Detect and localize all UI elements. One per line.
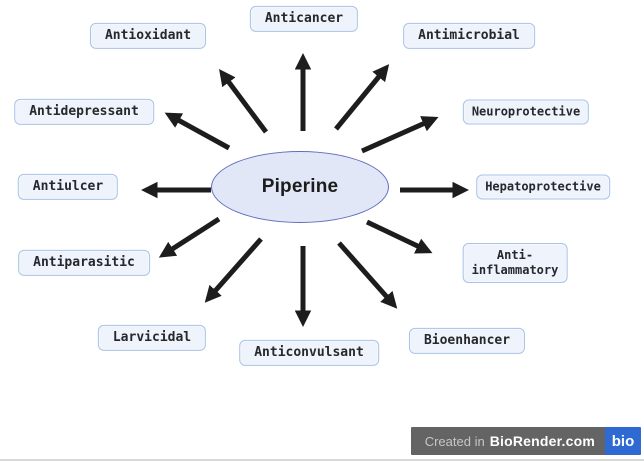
arrow-bioenhancer — [337, 241, 398, 309]
node-antimicrobial: Antimicrobial — [403, 22, 535, 50]
node-anticancer: Anticancer — [249, 5, 359, 33]
arrow-antidepressant — [164, 112, 231, 151]
biorender-logo-badge: bio — [605, 427, 641, 455]
node-neuroprotective: Neuroprotective — [462, 99, 590, 125]
node-larvicidal: Larvicidal — [97, 324, 207, 352]
arrow-anti-inflammatory — [365, 219, 433, 254]
node-antiulcer: Antiulcer — [17, 173, 119, 201]
arrow-antioxidant — [219, 69, 269, 134]
node-antidepressant: Antidepressant — [14, 98, 154, 126]
center-node-piperine: Piperine — [211, 151, 389, 223]
node-hepatoprotective: Hepatoprotective — [476, 174, 610, 200]
node-bioenhancer: Bioenhancer — [408, 327, 526, 355]
node-antioxidant: Antioxidant — [89, 22, 207, 50]
node-antiparasitic: Antiparasitic — [18, 249, 150, 277]
node-anti-inflammatory: Anti- inflammatory — [462, 243, 568, 283]
watermark-prefix: Created in — [424, 433, 485, 449]
watermark-bar: Created in BioRender.com — [410, 427, 605, 455]
watermark-brand: BioRender.com — [489, 433, 595, 449]
center-node-label: Piperine — [261, 176, 339, 197]
arrow-larvicidal — [204, 237, 263, 303]
arrow-antimicrobial — [334, 64, 390, 131]
biorender-watermark: Created in BioRender.com bio — [410, 427, 641, 455]
arrow-neuroprotective — [360, 116, 439, 154]
arrow-antiparasitic — [158, 216, 221, 258]
node-anticonvulsant: Anticonvulsant — [239, 339, 379, 367]
